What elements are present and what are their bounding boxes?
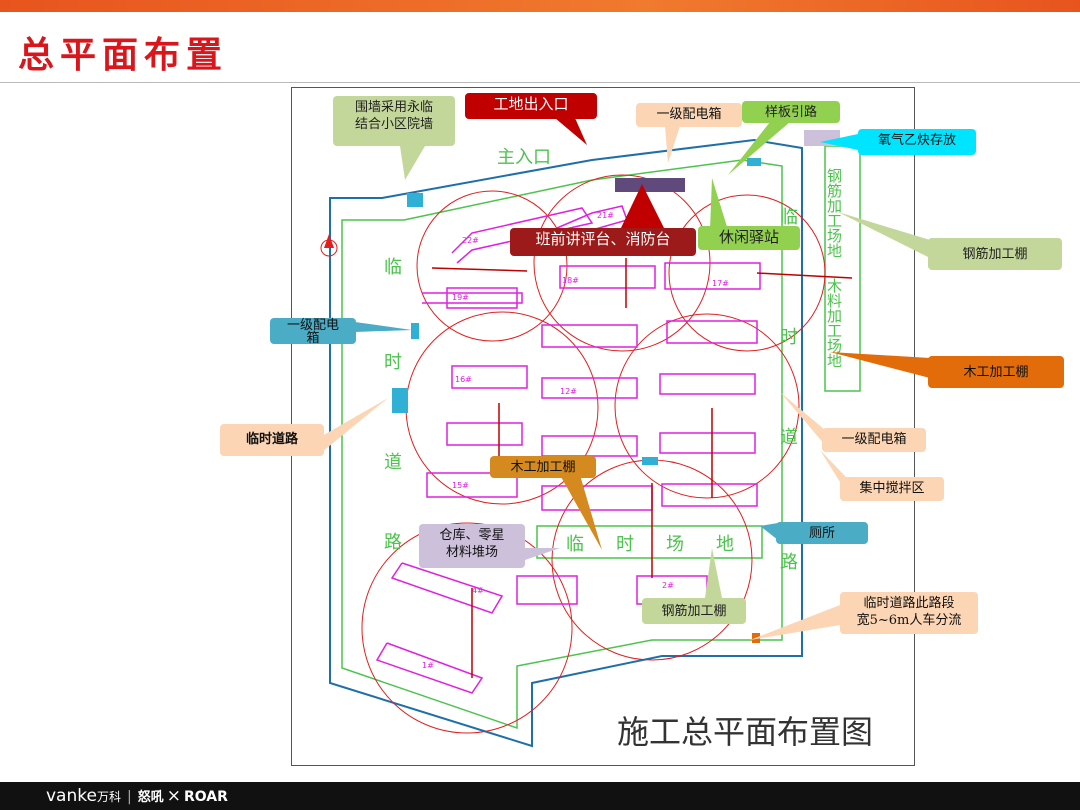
building-number: 12# bbox=[560, 387, 577, 396]
callout-wood-shed-mid: 木工加工棚 bbox=[490, 456, 596, 478]
brand-x: × bbox=[166, 786, 181, 806]
crane-radius bbox=[361, 522, 573, 734]
building-number: 18# bbox=[562, 276, 579, 285]
callout-wall: 围墙采用永临 结合小区院墙 bbox=[333, 96, 455, 146]
callout-sample-road: 样板引路 bbox=[742, 101, 840, 123]
callout-storage-yard: 仓库、零星 材料堆场 bbox=[419, 524, 525, 568]
crane-radius bbox=[668, 194, 826, 352]
temp-road-char: 路 bbox=[384, 532, 402, 553]
power-box-marker bbox=[747, 158, 761, 166]
temp-site-char: 地 bbox=[716, 534, 734, 555]
temp-road-char: 道 bbox=[780, 427, 798, 448]
power-box-marker bbox=[407, 193, 423, 207]
building-number: 4# bbox=[472, 586, 484, 595]
callout-wood-shed-right: 木工加工棚 bbox=[928, 356, 1064, 388]
callout-toilet: 厕所 bbox=[776, 522, 868, 544]
temp-site-char: 场 bbox=[666, 534, 684, 555]
building-number: 16# bbox=[455, 375, 472, 384]
site-plan-svg: 主入口 临 时 道 路 临 时 道 路 临 时 场 地 钢筋加工场地 木料加工场… bbox=[320, 130, 873, 751]
footer-brand: vanke万科 | 怒吼×ROAR bbox=[46, 786, 228, 806]
power-box-marker bbox=[642, 457, 658, 465]
building-number: 2# bbox=[662, 581, 674, 590]
callout-rebar-shed-right: 钢筋加工棚 bbox=[928, 238, 1062, 270]
building-number: 17# bbox=[712, 279, 729, 288]
temp-site-char: 时 bbox=[616, 534, 634, 555]
crane-radius bbox=[614, 313, 800, 499]
temp-road-char: 临 bbox=[384, 257, 402, 278]
callout-power-box-top: 一级配电箱 bbox=[636, 103, 742, 127]
temp-road-char: 时 bbox=[780, 327, 798, 348]
brand-separator: | bbox=[126, 789, 132, 805]
building-number: 19# bbox=[452, 293, 469, 302]
power-box-marker bbox=[392, 388, 408, 413]
building-footprints bbox=[375, 205, 761, 694]
footer-bar: vanke万科 | 怒吼×ROAR bbox=[0, 782, 1080, 810]
tower-cranes bbox=[431, 258, 853, 678]
temp-site-char: 临 bbox=[566, 534, 584, 555]
rebar-yard-label: 钢筋加工场地 bbox=[825, 168, 843, 258]
temp-road-char: 路 bbox=[780, 552, 798, 573]
building-number: 15# bbox=[452, 481, 469, 490]
callout-power-box-right: 一级配电箱 bbox=[822, 428, 926, 452]
building-number: 1# bbox=[422, 661, 434, 670]
callout-rebar-shed-bottom: 钢筋加工棚 bbox=[642, 598, 746, 624]
callout-site-gate: 工地出入口 bbox=[465, 93, 597, 119]
temp-road-char: 道 bbox=[384, 452, 402, 473]
power-box-marker bbox=[411, 323, 419, 339]
building-number: 21# bbox=[597, 211, 614, 220]
site-plan-drawing: 主入口 临 时 道 路 临 时 道 路 临 时 场 地 钢筋加工场地 木料加工场… bbox=[291, 87, 915, 766]
callout-temp-road-left: 临时道路 bbox=[220, 424, 324, 456]
brand-nuhou: 怒吼 bbox=[137, 790, 164, 805]
main-entrance-label: 主入口 bbox=[497, 147, 551, 168]
slide-title: 总平面布置 bbox=[18, 34, 229, 76]
brand-vanke: vanke bbox=[46, 786, 97, 806]
inner-road bbox=[341, 159, 783, 730]
site-boundary bbox=[329, 138, 803, 748]
brand-vanke-cn: 万科 bbox=[96, 790, 121, 804]
callout-rest-station: 休闲驿站 bbox=[698, 226, 800, 250]
temp-site-strip bbox=[536, 525, 763, 559]
title-divider bbox=[0, 82, 1080, 83]
callout-briefing-platform: 班前讲评台、消防台 bbox=[510, 228, 696, 256]
material-yard-label: 木料加工场地 bbox=[825, 278, 843, 368]
callout-road-width: 临时道路此路段 宽5~6m人车分流 bbox=[840, 592, 978, 634]
temp-road-char: 时 bbox=[384, 352, 402, 373]
briefing-platform bbox=[615, 178, 685, 192]
north-arrow bbox=[320, 234, 338, 257]
callout-oxygen-storage: 氧气乙炔存放 bbox=[858, 129, 976, 155]
callout-mixing-area: 集中搅拌区 bbox=[840, 477, 944, 501]
plan-caption: 施工总平面布置图 bbox=[617, 713, 873, 751]
building-number: 22# bbox=[462, 236, 479, 245]
brand-roar: ROAR bbox=[183, 789, 228, 805]
top-accent-bar bbox=[0, 0, 1080, 12]
callout-power-box-left: 一级配电 箱 bbox=[270, 318, 356, 345]
temp-road-char: 临 bbox=[780, 207, 798, 228]
